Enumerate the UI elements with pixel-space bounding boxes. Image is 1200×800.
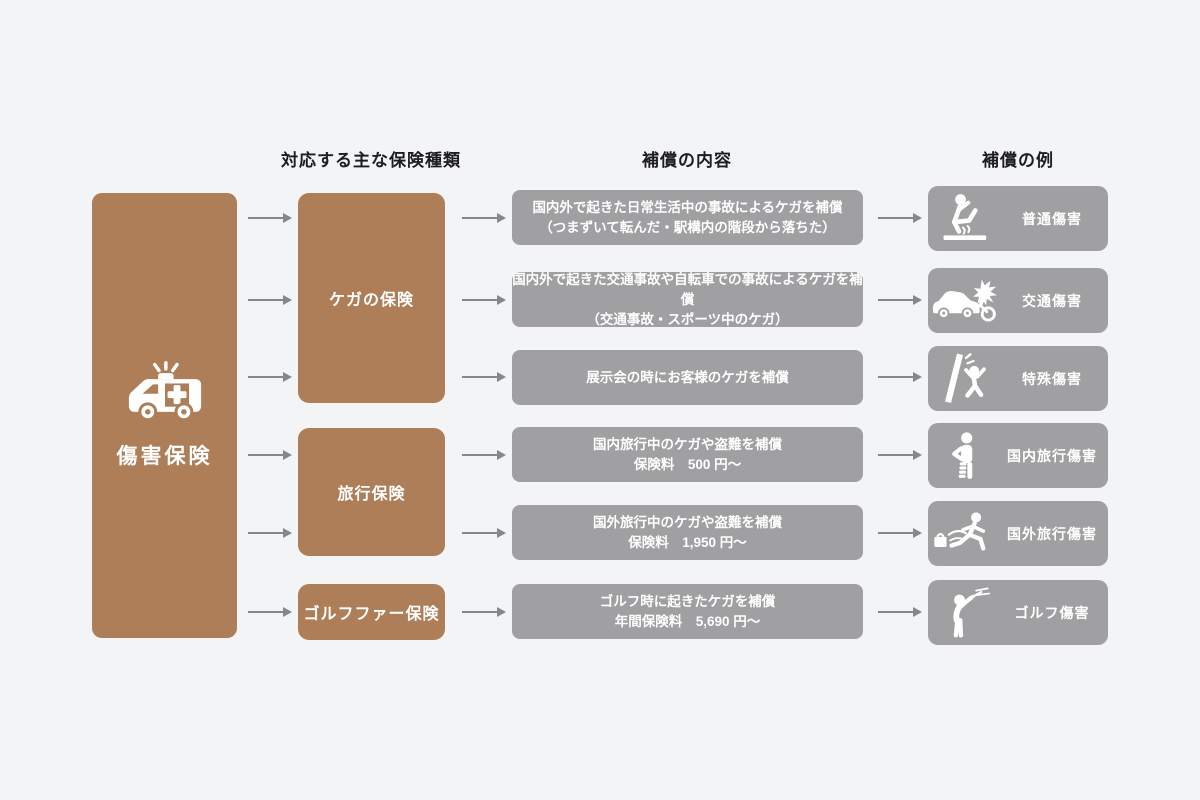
coverage-text-line2: 保険料 1,950 円〜 (628, 534, 747, 550)
example-box-domestic-travel-injury: 国内旅行傷害 (928, 423, 1108, 488)
flow-arrow (248, 372, 292, 382)
type-box-travel: 旅行保険 (298, 428, 445, 556)
flow-arrow (462, 372, 506, 382)
column-header-coverage: 補償の内容 (642, 151, 732, 170)
example-box-golf-injury: ゴルフ傷害 (928, 580, 1108, 645)
type-label: ケガの保険 (328, 292, 414, 309)
coverage-text-line1: ゴルフ時に起きたケガを補償 (599, 593, 776, 609)
example-box-ordinary-injury: 普通傷害 (928, 186, 1108, 251)
root-box-injury-insurance: 傷害保険 (92, 193, 237, 638)
coverage-text-line1: 国内旅行中のケガや盗難を補償 (593, 436, 782, 452)
coverage-box-domestic-travel: 国内旅行中のケガや盗難を補償 保険料 500 円〜 (512, 427, 863, 482)
coverage-text-line2: （つまずいて転んだ・駅構内の階段から落ちた） (539, 219, 836, 235)
golfer-icon (928, 587, 1004, 639)
coverage-box-overseas-travel: 国外旅行中のケガや盗難を補償 保険料 1,950 円〜 (512, 505, 863, 560)
type-label: 旅行保険 (337, 486, 406, 503)
bag-theft-icon (928, 508, 1004, 560)
type-label: ゴルフファー保険 (303, 606, 440, 623)
flow-arrow (462, 450, 506, 460)
flow-arrow (878, 607, 922, 617)
flow-arrow (248, 450, 292, 460)
flow-arrow (462, 295, 506, 305)
flow-arrow (878, 450, 922, 460)
coverage-box-daily-life: 国内外で起きた日常生活中の事故によるケガを補償 （つまずいて転んだ・駅構内の階段… (512, 190, 863, 245)
flow-arrow (878, 213, 922, 223)
example-label: 普通傷害 (1022, 210, 1082, 227)
traffic-accident-icon (928, 278, 1004, 324)
coverage-text-line1: 国外旅行中のケガや盗難を補償 (593, 514, 782, 530)
coverage-box-exhibition: 展示会の時にお客様のケガを補償 (512, 350, 863, 405)
injured-traveler-icon (928, 431, 1004, 481)
type-box-injury: ケガの保険 (298, 193, 445, 403)
coverage-text-line2: 保険料 500 円〜 (633, 456, 742, 472)
slipping-person-icon (928, 191, 1004, 247)
example-label: 国内旅行傷害 (1007, 447, 1097, 464)
flow-arrow (462, 607, 506, 617)
coverage-text-line1: 国内外で起きた交通事故や自転車での事故によるケガを補償 (512, 271, 863, 307)
flow-arrow (248, 213, 292, 223)
flow-arrow (248, 528, 292, 538)
column-header-examples: 補償の例 (982, 151, 1054, 170)
ambulance-icon (128, 361, 201, 422)
coverage-text-line2: （交通事故・スポーツ中のケガ） (586, 311, 789, 327)
flow-arrow (462, 528, 506, 538)
flow-arrow (248, 295, 292, 305)
example-label: 国外旅行傷害 (1007, 525, 1097, 542)
type-box-golfer: ゴルフファー保険 (298, 584, 445, 640)
flow-arrow (878, 295, 922, 305)
flow-arrow (878, 372, 922, 382)
coverage-text-line1: 展示会の時にお客様のケガを補償 (586, 369, 789, 385)
coverage-box-traffic: 国内外で起きた交通事故や自転車での事故によるケガを補償 （交通事故・スポーツ中の… (512, 272, 863, 327)
column-header-insurance-types: 対応する主な保険種類 (281, 151, 461, 170)
example-label: 交通傷害 (1022, 292, 1082, 309)
example-box-special-injury: 特殊傷害 (928, 346, 1108, 411)
example-box-overseas-travel-injury: 国外旅行傷害 (928, 501, 1108, 566)
coverage-text-line1: 国内外で起きた日常生活中の事故によるケガを補償 (532, 199, 843, 215)
flow-arrow (462, 213, 506, 223)
example-label: ゴルフ傷害 (1014, 604, 1090, 621)
flow-arrow (878, 528, 922, 538)
falling-object-icon (928, 352, 1004, 406)
example-label: 特殊傷害 (1022, 370, 1082, 387)
flow-arrow (248, 607, 292, 617)
coverage-text-line2: 年間保険料 5,690 円〜 (614, 613, 761, 629)
coverage-box-golf: ゴルフ時に起きたケガを補償 年間保険料 5,690 円〜 (512, 584, 863, 639)
example-box-traffic-injury: 交通傷害 (928, 268, 1108, 333)
root-label: 傷害保険 (116, 445, 213, 468)
